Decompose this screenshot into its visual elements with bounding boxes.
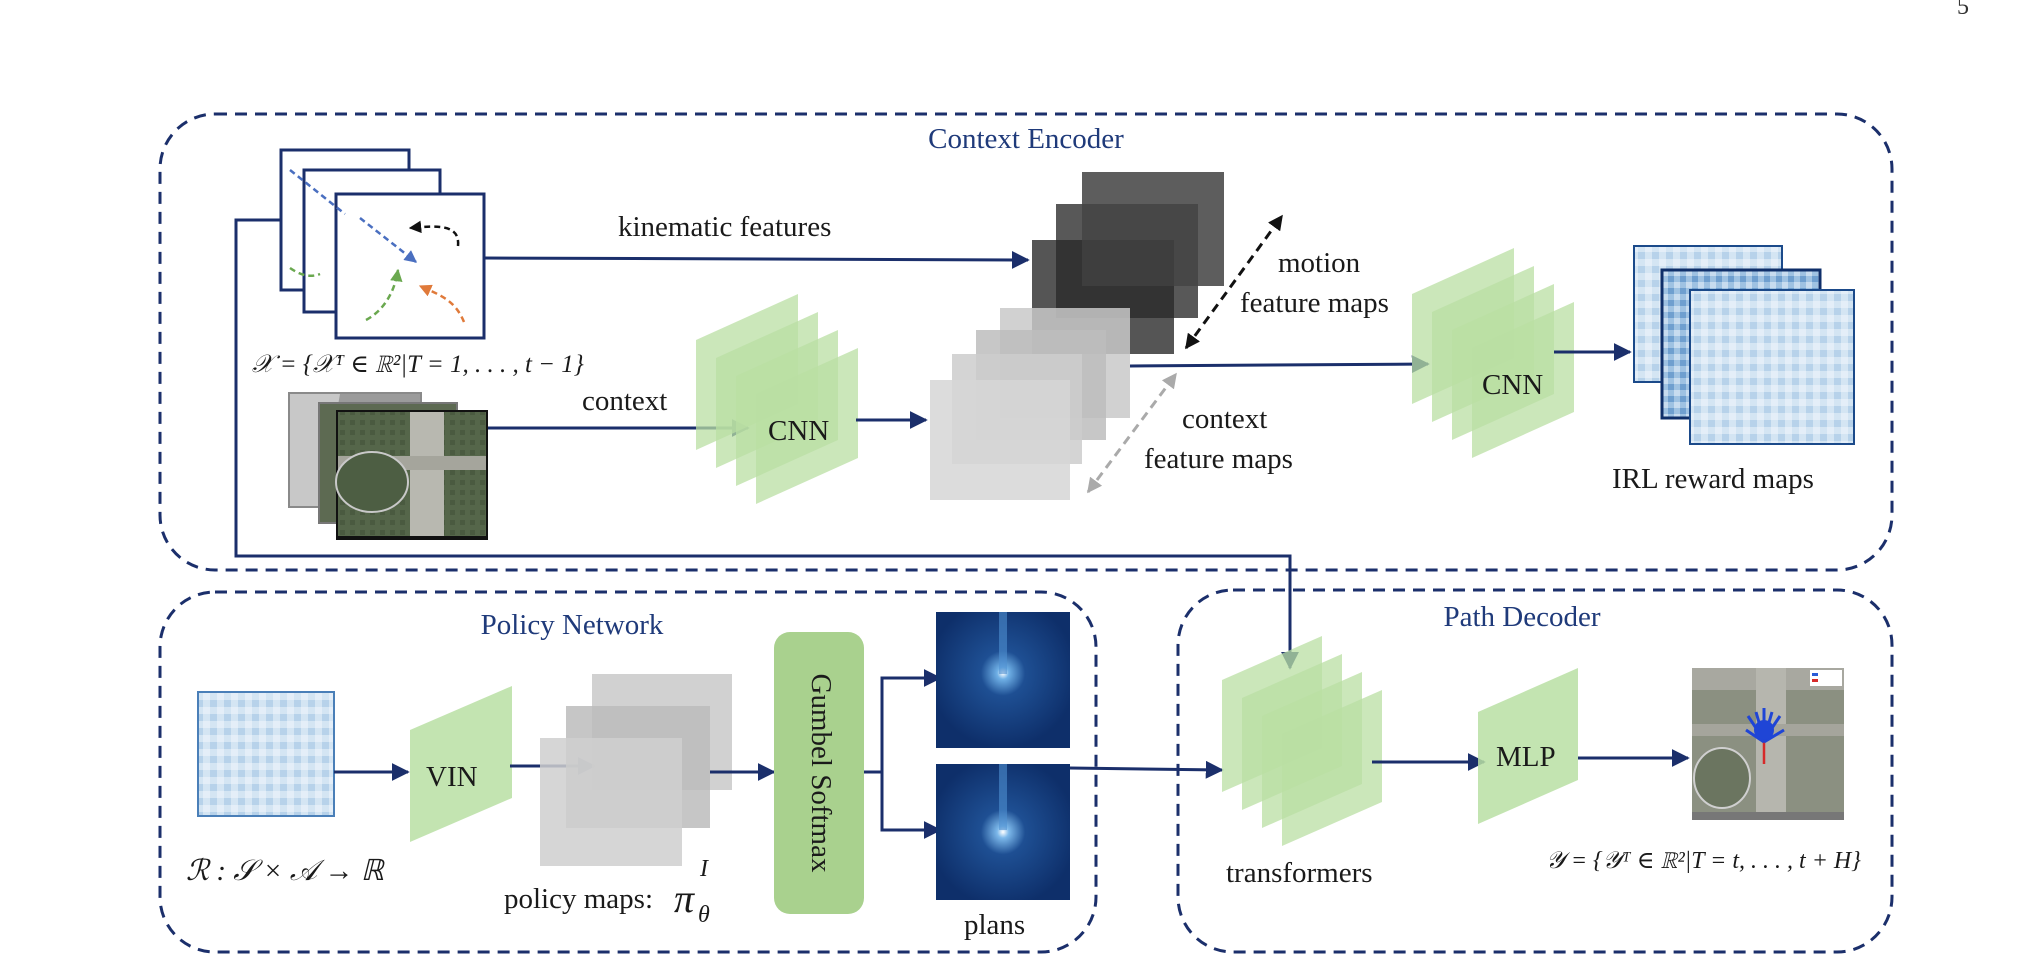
context-fm-line2: feature maps <box>1144 443 1293 475</box>
feature-maps-to-cnn2-arrow <box>1129 355 1430 374</box>
policy-maps-label: policy maps: <box>504 883 653 915</box>
irl-reward-maps-label: IRL reward maps <box>1612 463 1814 495</box>
motion-double-arrow <box>1184 214 1284 350</box>
predicted-paths-image <box>1692 668 1844 820</box>
reward-formula: ℛ : 𝒮 × 𝒜 → ℝ <box>186 855 386 887</box>
x-history-formula: 𝒳 = {𝒳ᵀ ∈ ℝ²|T = 1, . . . , t − 1} <box>252 351 584 378</box>
trajectory-to-transformer-connector <box>234 218 1299 670</box>
context-encoder-title: Context Encoder <box>928 123 1124 155</box>
policy-maps <box>540 674 732 866</box>
aerial-context-images <box>288 392 488 540</box>
policy-network-frame <box>158 590 1098 954</box>
context-feature-double-arrow <box>1086 372 1178 494</box>
cnn1-label: CNN <box>768 415 829 447</box>
policy-symbol: π <box>674 876 695 921</box>
trajectory-stack <box>279 148 486 340</box>
plans-label: plans <box>964 909 1025 941</box>
context-feature-maps <box>930 308 1130 500</box>
mlp-label: MLP <box>1496 741 1556 773</box>
vin-label: VIN <box>426 761 478 793</box>
reward-map-input <box>197 691 335 817</box>
path-decoder-frame <box>1176 588 1894 954</box>
context-fm-line1: context <box>1182 403 1267 435</box>
motion-label-line2: feature maps <box>1240 287 1389 319</box>
gumbel-fork-line <box>864 676 940 832</box>
page-number: 5 <box>1957 0 1969 20</box>
y-output-formula: 𝒴 = {𝒴ᵀ ∈ ℝ²|T = t, . . . , t + H} <box>1546 848 1861 874</box>
context-label: context <box>582 385 667 417</box>
irl-reward-maps <box>1633 245 1855 445</box>
vin-layer <box>410 686 512 842</box>
transformers-label: transformers <box>1226 857 1373 889</box>
plans-to-transformers-arrow <box>1069 760 1224 779</box>
policy-network-title: Policy Network <box>481 609 664 641</box>
policy-subscript: θ <box>698 902 710 928</box>
plan-map-2-trail <box>999 764 1007 830</box>
motion-label-line1: motion <box>1278 247 1361 279</box>
cnn2-label: CNN <box>1482 369 1543 401</box>
context-encoder-frame <box>158 112 1894 572</box>
path-decoder-title: Path Decoder <box>1443 601 1600 633</box>
cnn1-layers <box>696 294 858 504</box>
kinematic-arrow <box>483 250 1030 269</box>
cnn2-layers <box>1412 248 1574 458</box>
gumbel-softmax-box <box>774 632 864 914</box>
kinematic-features-label: kinematic features <box>618 211 831 243</box>
plan-map-1-trail <box>999 612 1007 674</box>
mlp-layer <box>1478 668 1578 824</box>
policy-superscript: I <box>699 856 709 882</box>
transformer-layers <box>1222 636 1382 846</box>
gumbel-softmax-label: Gumbel Softmax <box>805 674 837 873</box>
